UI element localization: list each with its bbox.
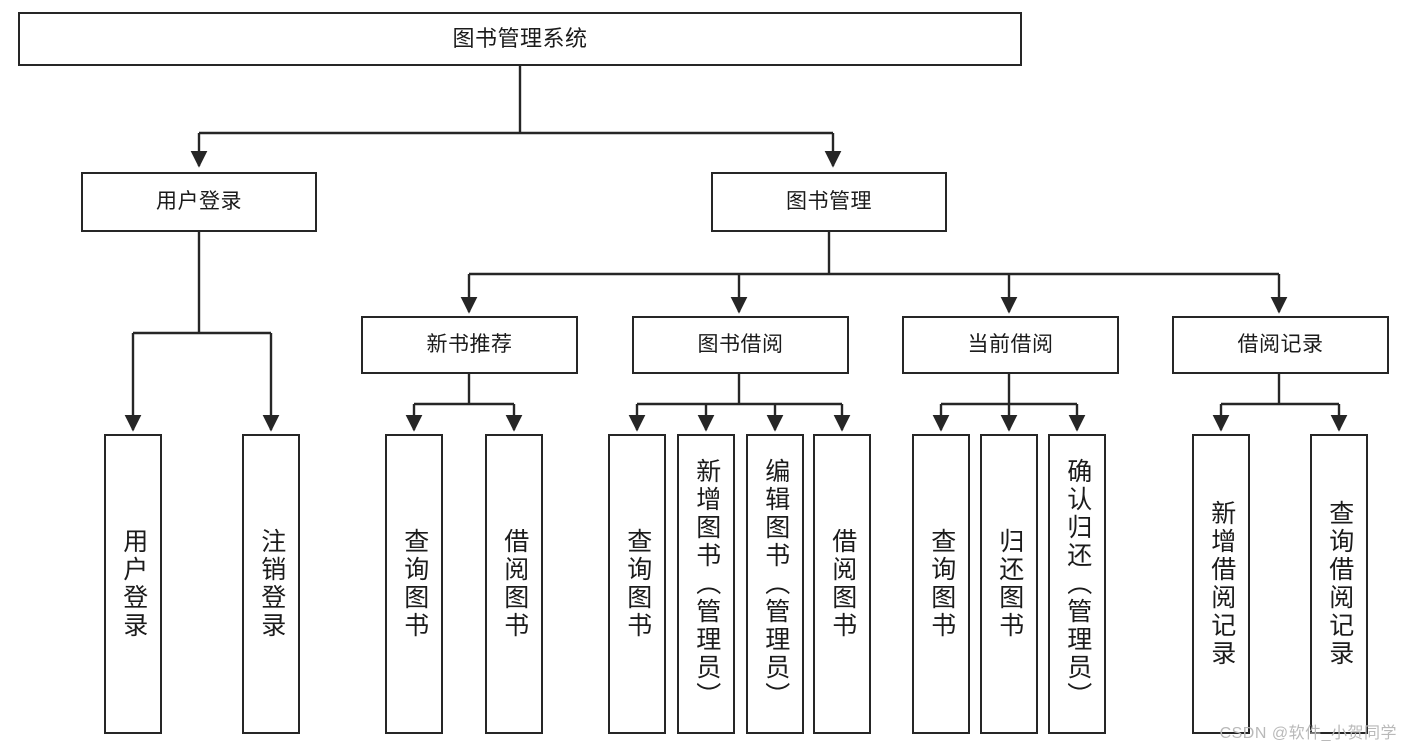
node-label: 图书管理 bbox=[786, 189, 872, 213]
leaf-borrow-book[interactable]: 借阅图书 bbox=[813, 434, 871, 734]
node-label: 用户登录 bbox=[156, 189, 242, 213]
leaf-query-book-current[interactable]: 查询图书 bbox=[912, 434, 970, 734]
node-label: 图书管理系统 bbox=[452, 26, 588, 52]
leaf-query-book-borrow[interactable]: 查询图书 bbox=[608, 434, 666, 734]
node-root-book-management-system[interactable]: 图书管理系统 bbox=[18, 12, 1022, 66]
leaf-user-login[interactable]: 用户登录 bbox=[104, 434, 162, 734]
node-borrow-record[interactable]: 借阅记录 bbox=[1172, 316, 1389, 374]
leaf-add-book-admin[interactable]: 新增图书（管理员） bbox=[677, 434, 735, 734]
leaf-query-borrow-record[interactable]: 查询借阅记录 bbox=[1310, 434, 1368, 734]
node-user-login[interactable]: 用户登录 bbox=[81, 172, 317, 232]
node-label: 用户登录 bbox=[119, 528, 148, 640]
node-label: 借阅图书 bbox=[828, 528, 857, 640]
node-label: 当前借阅 bbox=[967, 332, 1054, 356]
node-label: 查询图书 bbox=[927, 528, 956, 640]
node-label: 图书借阅 bbox=[697, 332, 784, 356]
node-book-borrow[interactable]: 图书借阅 bbox=[632, 316, 849, 374]
node-label: 借阅图书 bbox=[500, 528, 529, 640]
node-current-borrow[interactable]: 当前借阅 bbox=[902, 316, 1119, 374]
leaf-add-borrow-record[interactable]: 新增借阅记录 bbox=[1192, 434, 1250, 734]
node-label: 确认归还（管理员） bbox=[1063, 458, 1092, 710]
node-label: 归还图书 bbox=[995, 528, 1024, 640]
node-label: 注销登录 bbox=[257, 528, 286, 640]
leaf-logout[interactable]: 注销登录 bbox=[242, 434, 300, 734]
node-label: 新增借阅记录 bbox=[1207, 500, 1236, 668]
leaf-query-book-recommend[interactable]: 查询图书 bbox=[385, 434, 443, 734]
node-label: 查询图书 bbox=[623, 528, 652, 640]
node-new-book-recommend[interactable]: 新书推荐 bbox=[361, 316, 578, 374]
leaf-confirm-return-admin[interactable]: 确认归还（管理员） bbox=[1048, 434, 1106, 734]
node-label: 新增图书（管理员） bbox=[692, 458, 721, 710]
node-book-management[interactable]: 图书管理 bbox=[711, 172, 947, 232]
node-label: 查询借阅记录 bbox=[1325, 500, 1354, 668]
leaf-edit-book-admin[interactable]: 编辑图书（管理员） bbox=[746, 434, 804, 734]
node-label: 查询图书 bbox=[400, 528, 429, 640]
node-label: 编辑图书（管理员） bbox=[761, 458, 790, 710]
leaf-borrow-book-recommend[interactable]: 借阅图书 bbox=[485, 434, 543, 734]
leaf-return-book[interactable]: 归还图书 bbox=[980, 434, 1038, 734]
node-label: 借阅记录 bbox=[1237, 332, 1324, 356]
node-label: 新书推荐 bbox=[426, 332, 513, 356]
